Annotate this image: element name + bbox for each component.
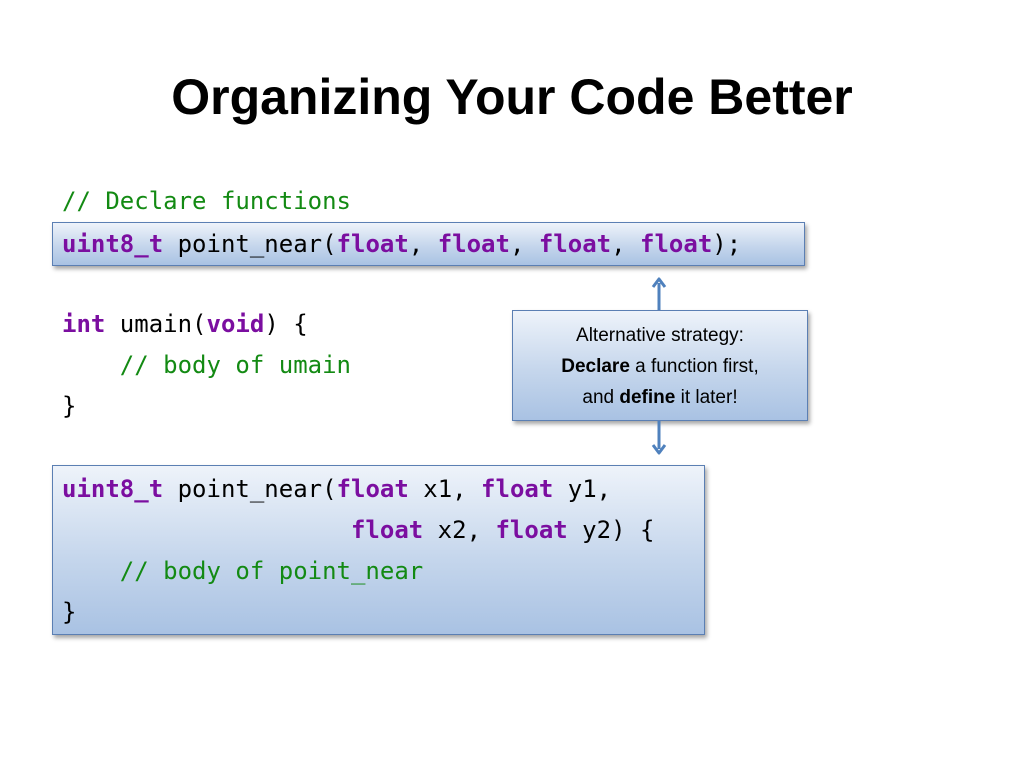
param-name: x1, (408, 475, 482, 503)
indent (62, 557, 120, 585)
function-name: point_near( (163, 230, 337, 258)
definition-line-2: float x2, float y2) { (62, 510, 704, 551)
callout-declare-word: Declare (561, 356, 630, 377)
callout-line-1: Alternative strategy: (576, 325, 744, 346)
definition-body-comment: // body of point_near (119, 557, 424, 585)
definition-box: uint8_t point_near(float x1, float y1, f… (52, 465, 705, 635)
param-type: float (538, 230, 612, 258)
param-type: float (640, 230, 713, 258)
definition-code: uint8_t point_near(float x1, float y1, f… (53, 466, 704, 633)
arrow-up-icon (651, 277, 667, 311)
callout-define-word: define (619, 387, 676, 408)
declare-comment: // Declare functions (62, 187, 351, 215)
callout-line-3: and define it later! (513, 382, 807, 413)
param-type: float (336, 230, 409, 258)
open-brace: ) { (264, 310, 308, 338)
indent (62, 351, 120, 379)
umain-signature: int umain(void) { (62, 304, 351, 345)
param-name: y1, (553, 475, 612, 503)
slide-title: Organizing Your Code Better (171, 69, 853, 125)
separator: , (509, 230, 539, 258)
param-type: float (481, 475, 554, 503)
type-keyword: uint8_t (62, 475, 164, 503)
callout-line-2-rest: a function first, (629, 356, 759, 377)
callout-line-3-pre: and (582, 387, 620, 408)
callout-line-3-rest: it later! (675, 387, 738, 408)
function-name: umain( (105, 310, 207, 338)
declaration-box: uint8_t point_near(float, float, float, … (52, 222, 805, 266)
param-type: float (350, 516, 424, 544)
return-type: int (62, 310, 106, 338)
type-keyword: uint8_t (62, 230, 164, 258)
umain-body-comment: // body of umain (119, 351, 351, 379)
close-paren: ); (712, 230, 742, 258)
definition-line-3: // body of point_near (62, 551, 704, 592)
function-name: point_near( (163, 475, 337, 503)
declaration-line: uint8_t point_near(float, float, float, … (53, 223, 804, 265)
param-name: y2) { (567, 516, 655, 544)
close-brace: } (62, 392, 77, 420)
param-type: void (206, 310, 265, 338)
callout-line-2: Declare a function first, (513, 351, 807, 382)
arrow-down-icon (651, 421, 667, 455)
param-name: x2, (423, 516, 496, 544)
indent (62, 516, 351, 544)
umain-block: int umain(void) { // body of umain} (62, 304, 351, 427)
param-type: float (437, 230, 510, 258)
param-type: float (495, 516, 568, 544)
umain-body: // body of umain (62, 345, 351, 386)
definition-line-1: uint8_t point_near(float x1, float y1, (62, 469, 704, 510)
param-type: float (336, 475, 409, 503)
separator: , (408, 230, 438, 258)
callout-box: Alternative strategy: Declare a function… (512, 310, 808, 421)
close-brace: } (62, 598, 77, 626)
separator: , (611, 230, 641, 258)
